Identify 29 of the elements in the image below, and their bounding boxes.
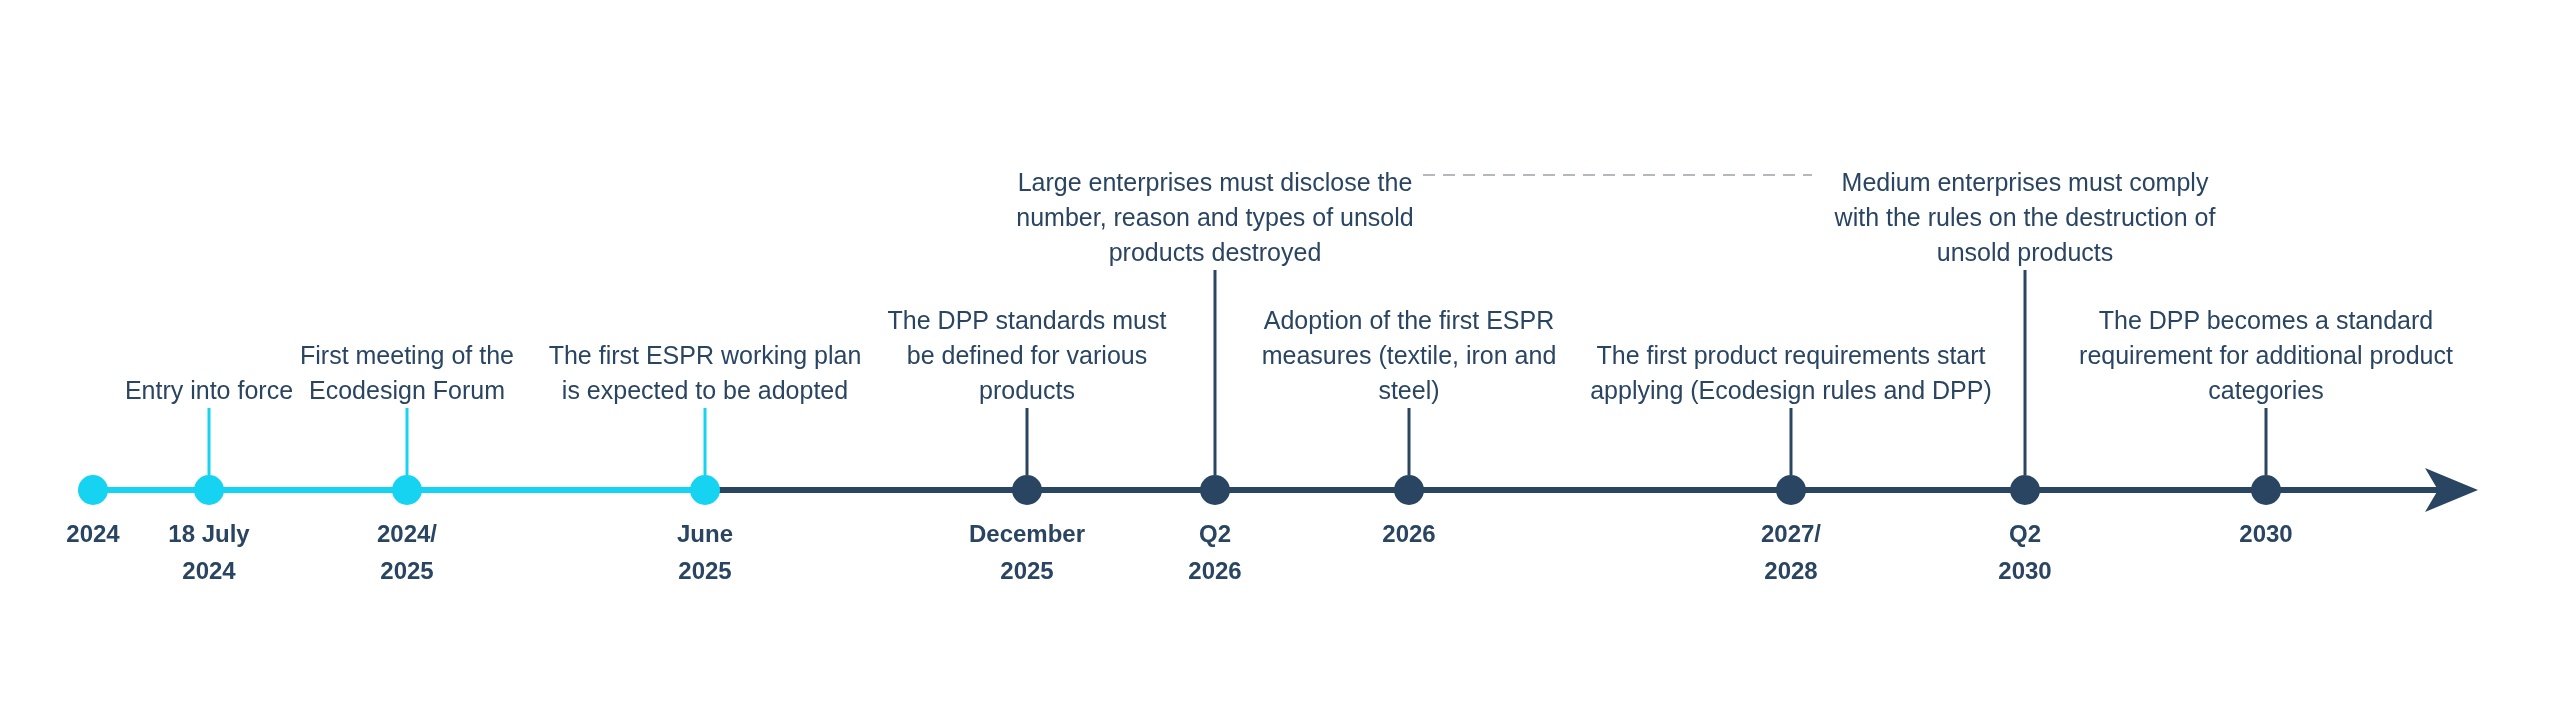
date-label: 18 July 2024: [167, 519, 251, 586]
date-label: Q2 2026: [1187, 519, 1243, 586]
date-label: 2024/ 2025: [375, 519, 439, 586]
date-label: December 2025: [967, 519, 1087, 586]
leader-line: [207, 408, 211, 475]
date-label: 2030: [2238, 519, 2294, 549]
event-description: The first ESPR working plan is expected to be adopted: [547, 340, 863, 406]
dashed-connector: [1422, 174, 1813, 176]
leader-line: [1213, 270, 1217, 475]
leader-line: [2264, 408, 2268, 475]
date-label: Q2 2030: [1997, 519, 2053, 586]
date-label: 2027/ 2028: [1759, 519, 1823, 586]
event-description: The DPP standards must be defined for various products: [886, 305, 1168, 406]
event-description: The DPP becomes a standard requirement for additional product categories: [2078, 305, 2454, 406]
date-label: 2024: [65, 519, 121, 549]
leader-line: [2023, 270, 2027, 475]
leader-line: [1789, 408, 1793, 475]
event-description: First meeting of the Ecodesign Forum: [299, 340, 515, 406]
event-description: Adoption of the first ESPR measures (textile, iron and steel): [1260, 305, 1558, 406]
leader-line: [1407, 408, 1411, 475]
event-description: Large enterprises must disclose the number, reason and types of unsold products destroyed: [1015, 167, 1415, 268]
event-description: Entry into force: [124, 375, 294, 406]
leader-line: [405, 408, 409, 475]
date-label: 2026: [1381, 519, 1437, 549]
leader-line: [703, 408, 707, 475]
event-description: The first product requirements start applying (Ecodesign rules and DPP): [1589, 340, 1993, 406]
date-label: June 2025: [676, 519, 734, 586]
event-description: Medium enterprises must comply with the rules on the destruction of unsold products: [1833, 167, 2217, 268]
leader-line: [1025, 408, 1029, 475]
